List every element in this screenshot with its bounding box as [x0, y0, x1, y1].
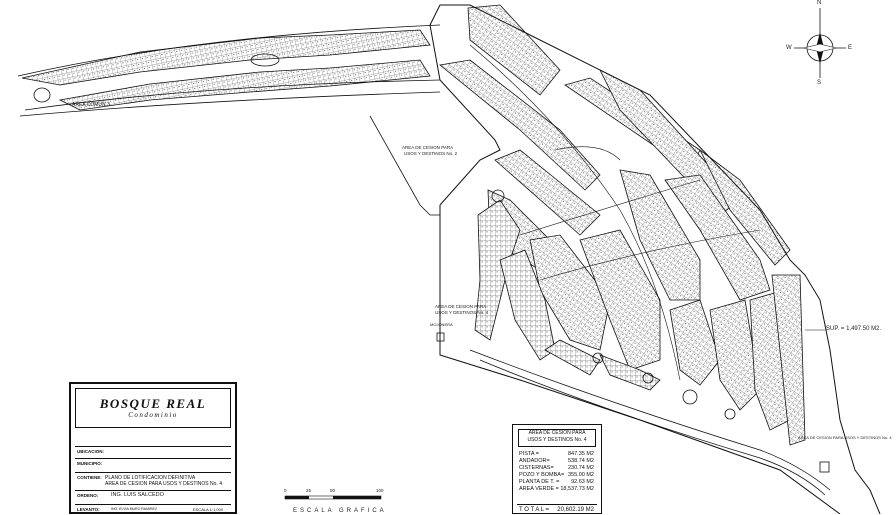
label-cesion-4-line1: AREA DE CESION PARA [435, 304, 487, 309]
label-cesion-2-line2: USOS Y DESTINOS No. 2 [404, 151, 458, 156]
area-label: PLANTA DE T. = [519, 479, 560, 485]
title-block: BOSQUE REAL Condominio UBICACION: MUNICI… [69, 382, 237, 514]
area-table: AREA DE CESION PARA USOS Y DESTINOS No. … [512, 424, 602, 514]
municipio-label: MUNICIPIO: [77, 461, 103, 466]
north-arrow: N S W E [786, 0, 853, 90]
contiene-label: CONTIENE: [77, 475, 102, 480]
levanto-value: ING. ELVIA MURO RAMIREZ [111, 507, 158, 511]
water-tank [819, 461, 830, 473]
scale-title: ESCALA GRAFICA [293, 508, 387, 514]
area-total-row: T O T A L = 20,602.19 M2 [517, 504, 597, 513]
header-line2: USOS Y DESTINOS No. 4 [527, 437, 587, 443]
graphic-scale: 0 25 50 100 ESCALA GRAFICA [283, 487, 384, 514]
cistern [436, 332, 445, 342]
label-mojonera: MOJONERA [430, 322, 453, 327]
development-boundary [429, 4, 881, 514]
escala-label: ESCALA 1:1,000 [193, 507, 224, 512]
compass-rose-icon [794, 8, 846, 78]
compass-s: S [817, 80, 822, 86]
internal-streets [469, 44, 761, 381]
scale-bar [284, 495, 382, 500]
contiene-line2: AREA DE CESION PARA USOS Y DESTINOS No. … [105, 481, 222, 487]
roundabout-center [250, 53, 280, 67]
area-label: POZO Y BOMBA= [519, 472, 565, 478]
row-contiene: CONTIENE: PLANO DE LOTIFICACION DEFINITI… [75, 472, 231, 489]
ordeno-label: ORDENO: [77, 493, 99, 498]
area-value: 847.35 M2 [568, 451, 594, 457]
northwest-strip [21, 29, 431, 111]
area-value: 92.63 M2 [571, 479, 594, 485]
row-municipio: MUNICIPIO: [75, 458, 231, 471]
area-label: ANDADOR= [519, 458, 550, 464]
label-cesion-4b: AREA DE CESION PARA USOS Y DESTINOS No. … [798, 435, 892, 440]
area-label: PISTA = [519, 451, 539, 457]
area-table-header: AREA DE CESION PARA USOS Y DESTINOS No. … [518, 429, 596, 447]
area-value: 230.74 M2 [568, 465, 594, 471]
project-title: BOSQUE REAL [99, 396, 207, 411]
area-label: AREA VERDE = [519, 486, 559, 492]
label-area-comun: AREA COMUN 3 [72, 102, 110, 108]
area-value: 355.00 M2 [568, 472, 594, 478]
total-label: T O T A L = [519, 507, 549, 513]
label-cesion-2-line1: AREA DE CESION PARA [402, 145, 454, 150]
ordeno-value: ING. LUIS SALCEDO [111, 492, 164, 498]
label-superficie: SUP. = 1,497.50 M2. [826, 326, 882, 332]
west-blocks [474, 199, 661, 391]
boundary-line-left [369, 115, 440, 216]
access-road-2 [479, 359, 826, 496]
contiene-line1: PLANO DE LOTIFICACION DEFINITIVA [105, 475, 196, 481]
total-value: 20,602.19 M2 [557, 507, 594, 513]
row-ubicacion: UBICACION: [75, 446, 231, 459]
road-north-2 [24, 79, 441, 111]
compass-n: N [817, 0, 822, 6]
row-levanto: LEVANTO: ING. ELVIA MURO RAMIREZ ESCALA … [75, 504, 231, 515]
area-label: CISTERNAS= [519, 465, 554, 471]
road-north [17, 24, 441, 77]
scale-tick-100: 100 [376, 488, 384, 493]
compass-w: W [786, 45, 792, 51]
project-subtitle: Condominio [128, 411, 178, 419]
compass-e: E [848, 45, 853, 51]
access-road [469, 349, 831, 491]
boundary-west [439, 205, 841, 514]
levanto-label: LEVANTO: [77, 507, 100, 512]
cul-de-sacs [491, 189, 736, 420]
label-cesion-4-line2: USOS Y DESTINOS No. 4 [435, 310, 489, 315]
title-frame: BOSQUE REAL Condominio [75, 388, 231, 428]
northeast-blocks [439, 4, 791, 266]
ubicacion-label: UBICACION: [77, 449, 104, 454]
road-south-edge [19, 91, 441, 117]
scale-tick-25: 25 [306, 488, 312, 493]
area-value: 538.74 M2 [568, 458, 594, 464]
row-ordeno: ORDENO: [75, 490, 231, 503]
roundabout-west [33, 87, 51, 103]
area-value: 18,537.73 M2 [560, 486, 594, 492]
header-line1: AREA DE CESION PARA [528, 430, 586, 436]
scale-tick-0: 0 [284, 488, 287, 493]
scale-tick-50: 50 [330, 488, 336, 493]
